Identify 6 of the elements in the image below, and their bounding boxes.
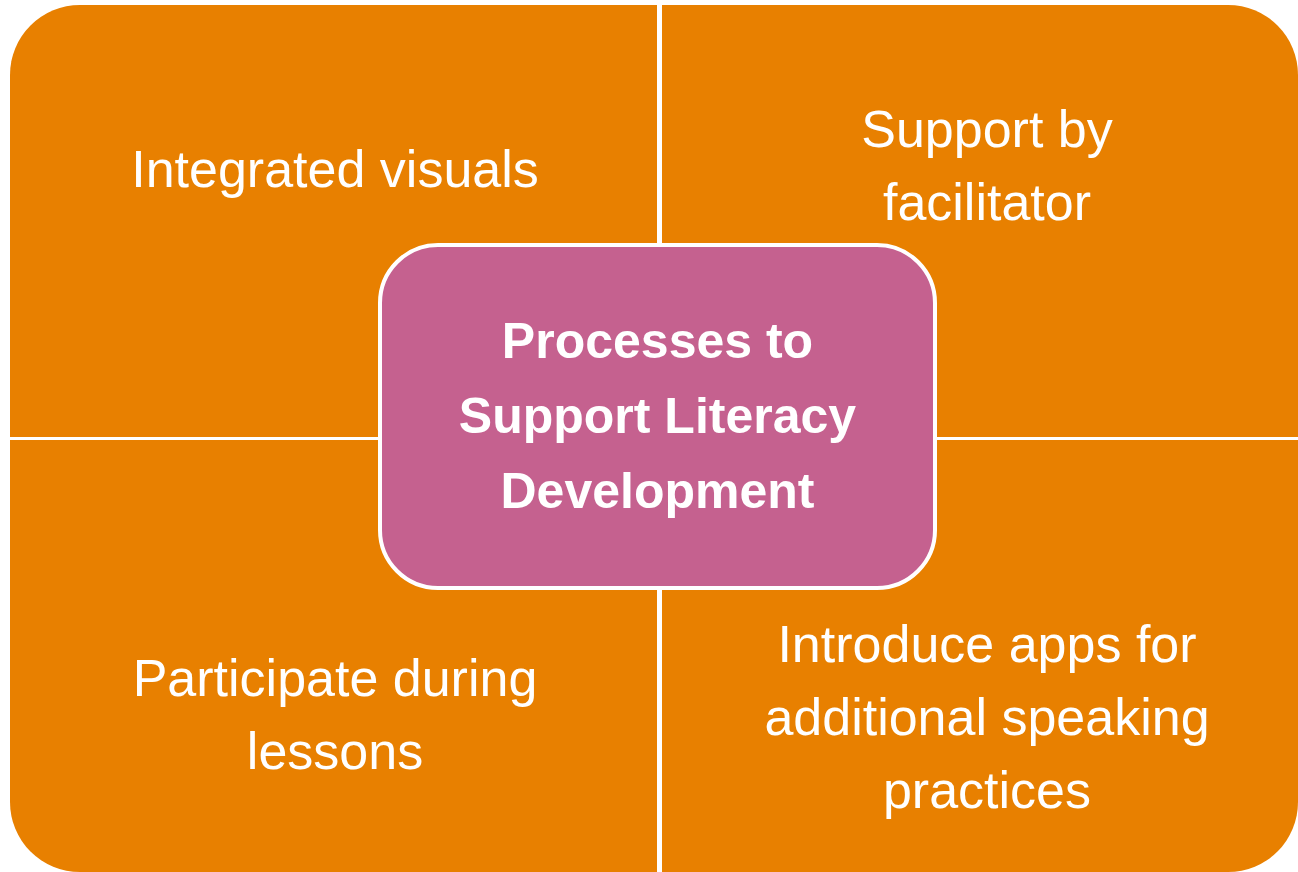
quadrant-text: Support by facilitator <box>860 99 1114 233</box>
quadrant-text: Introduce apps for additional speaking practices <box>763 614 1211 821</box>
center-title: Processes to Support Literacy Development <box>457 312 858 521</box>
center-box <box>378 243 937 590</box>
quadrant-text: Integrated visuals <box>131 139 539 200</box>
quadrant-text: Participate during lessons <box>131 648 539 782</box>
